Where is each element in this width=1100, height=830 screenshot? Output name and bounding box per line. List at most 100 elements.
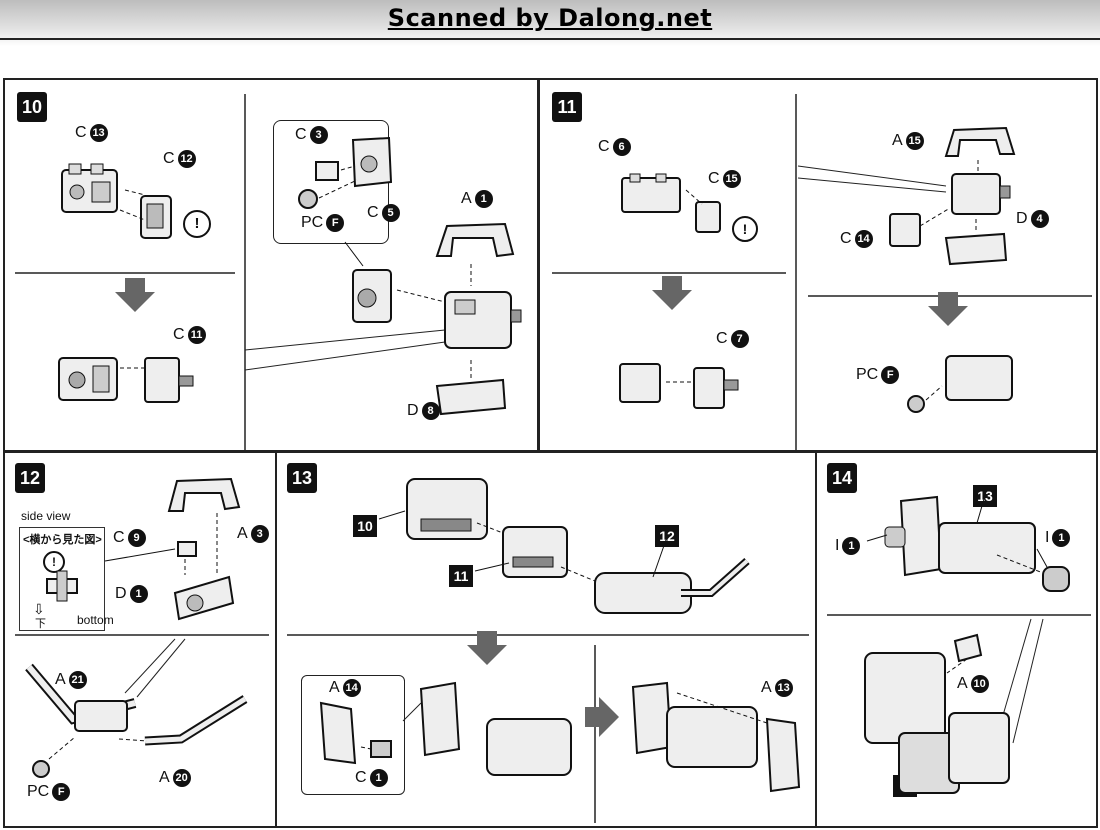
part-assembly-11-right-drawing [945,355,1013,401]
part-c15-drawing [695,201,721,233]
scan-title: Scanned by Dalong.net [387,4,713,32]
part-pcf-11-drawing [907,395,925,413]
part-a10-drawing [953,633,983,663]
assembly-13-lines [360,510,768,750]
step-10-divider-lines [15,94,446,450]
step-13-inset-box [301,675,405,795]
step-number-14: 14 [827,463,857,493]
step-number-13: 13 [287,463,317,493]
part-d8-drawing [435,378,507,416]
part-c5-drawing [351,136,393,188]
part-d4-drawing [944,232,1008,266]
part-a20-drawing [144,695,248,746]
bottom-label: bottom [77,613,114,627]
part-assembly-10-in-13-drawing [406,478,488,540]
part-assembly-13-right-drawing [631,681,758,768]
step-13-panel: 13 10 11 12 [275,451,817,828]
side-view-label: side view [21,509,71,523]
step-number-10: 10 [17,92,47,122]
part-assembly-13-mid-drawing [419,681,572,776]
part-assembly-11-in-13-drawing [502,526,568,578]
part-a14-drawing [319,701,357,765]
assembly-10-right-lines [318,165,472,378]
step-13-arrow-down-icon [467,631,507,665]
step-14-divider-lines [827,614,1091,744]
part-a15-drawing [944,126,1016,157]
step-14-panel: 14 13 9 I1 I1 A10 [815,451,1098,828]
step-number-11: 11 [552,92,582,122]
part-d1-drawing [173,575,235,621]
part-main-assembly-11-drawing [951,173,1011,215]
step-11-arrow-down-left-icon [652,276,692,310]
side-view-part-drawing [46,570,78,602]
part-i1-cap-drawing [1042,566,1070,592]
scan-header: Scanned by Dalong.net [0,0,1100,46]
part-c11-drawing [144,357,194,403]
ref-label-11: 11 [449,565,473,587]
step-11-arrow-down-right-icon [928,292,968,326]
part-assembly-10-inset-drawing [352,269,392,323]
part-a21-assembly-drawing [25,663,137,732]
ref-label-12: 12 [655,525,679,547]
step-11-panel: 11 ! [538,78,1098,452]
part-assembly-14-bottom-drawing [864,652,1010,794]
part-pcf-drawing [298,189,318,209]
part-assembly-10-left-drawing [58,357,118,401]
part-assembly-11-left-drawing [619,363,661,403]
part-a1-drawing [435,222,515,258]
step-13-divider-lines [287,634,809,823]
part-c7-drawing [693,367,739,409]
part-c9-drawing [177,541,197,557]
attention-mark-11: ! [732,216,758,242]
part-a13-drawing [765,717,801,793]
part-a3-drawing [167,477,241,512]
part-pcf-12-drawing [32,760,50,778]
part-assembly-14-top-drawing [884,495,1036,577]
step-13-arrow-right-icon [585,697,619,737]
step-number-12: 12 [15,463,45,493]
bottom-jp-label: 下 [35,618,46,630]
part-assembly-12-in-13-drawing [594,558,750,614]
part-c3-drawing [315,161,339,181]
part-c14-drawing [889,213,921,247]
header-divider [0,38,1100,40]
assembly-11-lines [666,160,979,401]
part-c13-drawing [61,163,118,213]
step-11-divider-lines [552,94,1092,450]
bottom-arrow-icon: ⇩ [33,601,45,617]
attention-mark-10: ! [183,210,211,238]
part-c6-drawing [621,173,681,213]
assembly-12-lines [48,513,218,760]
assembly-10-lines [119,189,146,369]
assembly-14-lines [866,488,1048,674]
side-view-jp-label: <横から見た図> [23,534,102,546]
part-main-assembly-10-drawing [444,291,522,349]
